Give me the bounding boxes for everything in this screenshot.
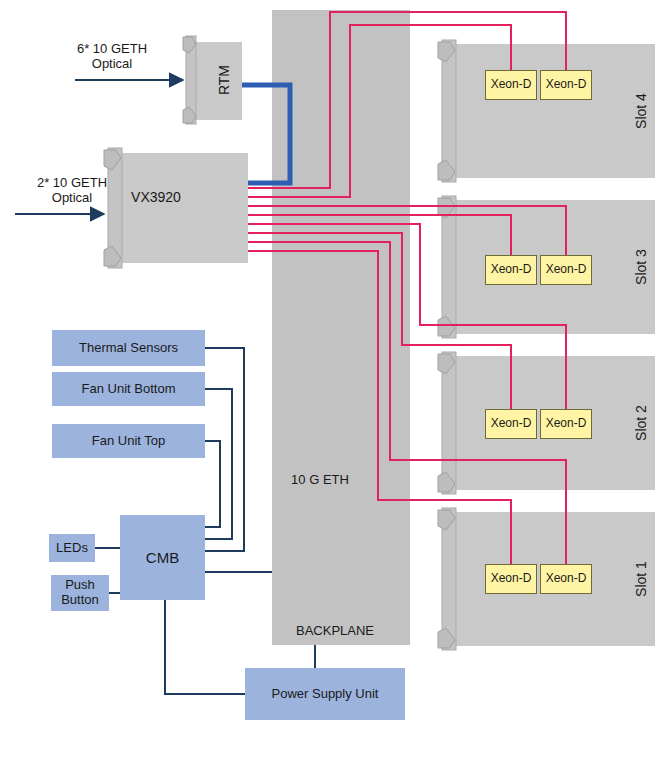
box-label: Xeon-D	[546, 572, 587, 586]
slot-card	[438, 352, 655, 494]
box-label: Xeon-D	[491, 417, 532, 431]
box-label: LEDs	[56, 541, 88, 556]
slot-card	[438, 508, 655, 650]
system-box: Fan Unit Bottom	[52, 372, 205, 406]
connector-line	[109, 592, 120, 594]
slot-module: Slot 3 Xeon-D Xeon-D	[440, 196, 655, 338]
box-label: Fan Unit Bottom	[82, 382, 176, 397]
box-label: Xeon-D	[491, 78, 532, 92]
processor-box: Xeon-D	[485, 70, 537, 100]
connector-line	[205, 348, 244, 551]
box-label: Push Button	[57, 578, 103, 608]
processor-box: Xeon-D	[485, 409, 537, 439]
controller-box: CMB	[120, 515, 205, 600]
optical-input-arrow	[15, 213, 104, 215]
vx-card	[104, 148, 248, 268]
slot-module: Slot 1 Xeon-D Xeon-D	[440, 508, 655, 650]
slot-module: Slot 4 Xeon-D Xeon-D	[440, 40, 655, 182]
box-label: Power Supply Unit	[272, 687, 379, 702]
module-label: Slot 4	[633, 93, 649, 129]
box-label: Xeon-D	[491, 572, 532, 586]
connector-line	[248, 251, 511, 564]
module-label: Slot 2	[633, 405, 649, 441]
system-box: LEDs	[49, 534, 95, 562]
processor-box: Xeon-D	[540, 70, 592, 100]
processor-box: Xeon-D	[540, 564, 592, 594]
connector-line	[248, 12, 566, 188]
connector-line	[205, 571, 272, 573]
connector-line	[248, 242, 566, 564]
module-label: VX3920	[131, 189, 181, 205]
port-label: 6* 10 GETH Optical	[70, 42, 154, 72]
box-label: Fan Unit Top	[92, 434, 165, 449]
box-label: Xeon-D	[546, 263, 587, 277]
box-label: Xeon-D	[546, 78, 587, 92]
module-label: BACKPLANE	[296, 624, 374, 639]
processor-box: Xeon-D	[485, 564, 537, 594]
connector-line	[165, 600, 245, 694]
connector-line	[314, 645, 316, 668]
system-box: Push Button	[51, 575, 109, 611]
port-label: 2* 10 GETH Optical	[30, 176, 114, 206]
backplane: 10 G ETH BACKPLANE	[272, 10, 410, 645]
slot-card	[438, 196, 655, 338]
connector-line	[205, 441, 220, 527]
power-box: Power Supply Unit	[245, 668, 405, 720]
controller-card: VX3920	[110, 150, 248, 265]
system-box: Fan Unit Top	[52, 424, 205, 458]
module-label: Slot 3	[633, 249, 649, 285]
optical-input-arrow	[75, 79, 183, 81]
module-label: Slot 1	[633, 561, 649, 597]
system-box: Thermal Sensors	[52, 330, 205, 366]
box-label: Thermal Sensors	[79, 341, 178, 356]
processor-box: Xeon-D	[485, 255, 537, 285]
rtm-module: RTM	[188, 38, 242, 122]
connector-line	[248, 233, 511, 409]
connector-line	[242, 85, 290, 183]
connector-line	[248, 25, 511, 197]
connector-line	[248, 215, 511, 255]
slot-card	[438, 40, 655, 182]
slot-module: Slot 2 Xeon-D Xeon-D	[440, 352, 655, 494]
connector-line	[248, 206, 566, 255]
connector-line	[205, 389, 232, 539]
box-label: CMB	[146, 549, 179, 566]
connector-line	[95, 547, 120, 549]
processor-box: Xeon-D	[540, 255, 592, 285]
box-label: Xeon-D	[546, 417, 587, 431]
rtm-card	[183, 36, 242, 124]
processor-box: Xeon-D	[540, 409, 592, 439]
module-label: 10 G ETH	[291, 473, 349, 488]
module-label: RTM	[216, 65, 232, 95]
box-label: Xeon-D	[491, 263, 532, 277]
